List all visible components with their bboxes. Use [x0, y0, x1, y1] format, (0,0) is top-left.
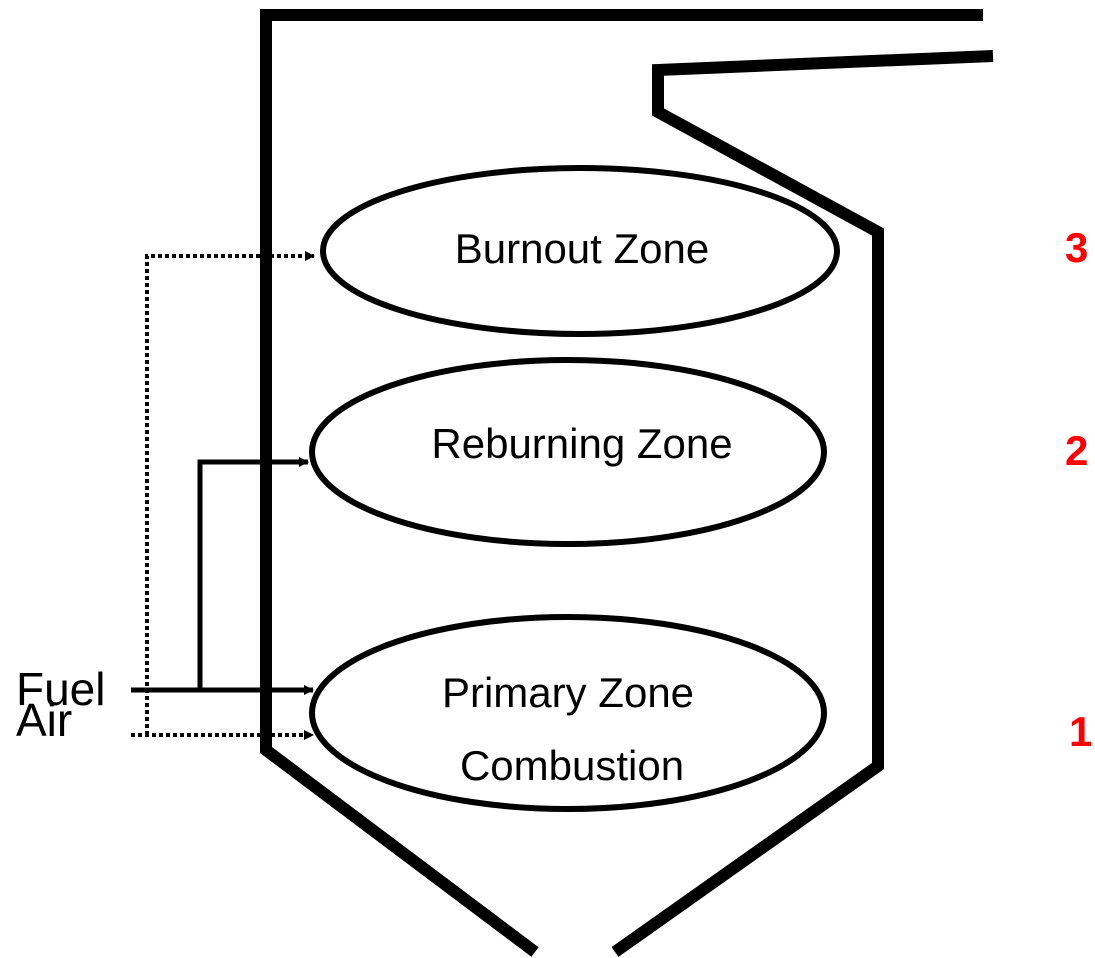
furnace-walls — [260, 9, 994, 957]
stage-number-3: 3 — [1065, 224, 1088, 271]
burnout-zone-label: Burnout Zone — [455, 225, 710, 272]
burnout-zone-ellipse — [320, 165, 840, 337]
reburning-zone: Reburning Zone — [309, 357, 827, 547]
fuel-line-reburn — [197, 457, 309, 690]
stage-number-2: 2 — [1065, 427, 1088, 474]
fuel-label: Fuel — [16, 663, 105, 715]
primary-zone: Primary Zone Combustion — [309, 614, 827, 812]
furnace-left-wall — [260, 9, 983, 957]
air-label: Air — [16, 694, 72, 746]
air-line-burnout — [145, 251, 315, 735]
reburning-zone-label: Reburning Zone — [431, 420, 732, 467]
stage-number-1: 1 — [1069, 708, 1092, 755]
reburning-zone-ellipse — [309, 357, 827, 547]
primary-zone-ellipse — [309, 614, 827, 812]
furnace-right-wall — [611, 50, 994, 957]
primary-zone-label-line2: Combustion — [460, 742, 684, 789]
burnout-zone: Burnout Zone — [320, 165, 840, 337]
primary-zone-label-line1: Primary Zone — [442, 669, 694, 716]
air-lines — [131, 251, 315, 740]
fuel-lines — [131, 457, 314, 695]
